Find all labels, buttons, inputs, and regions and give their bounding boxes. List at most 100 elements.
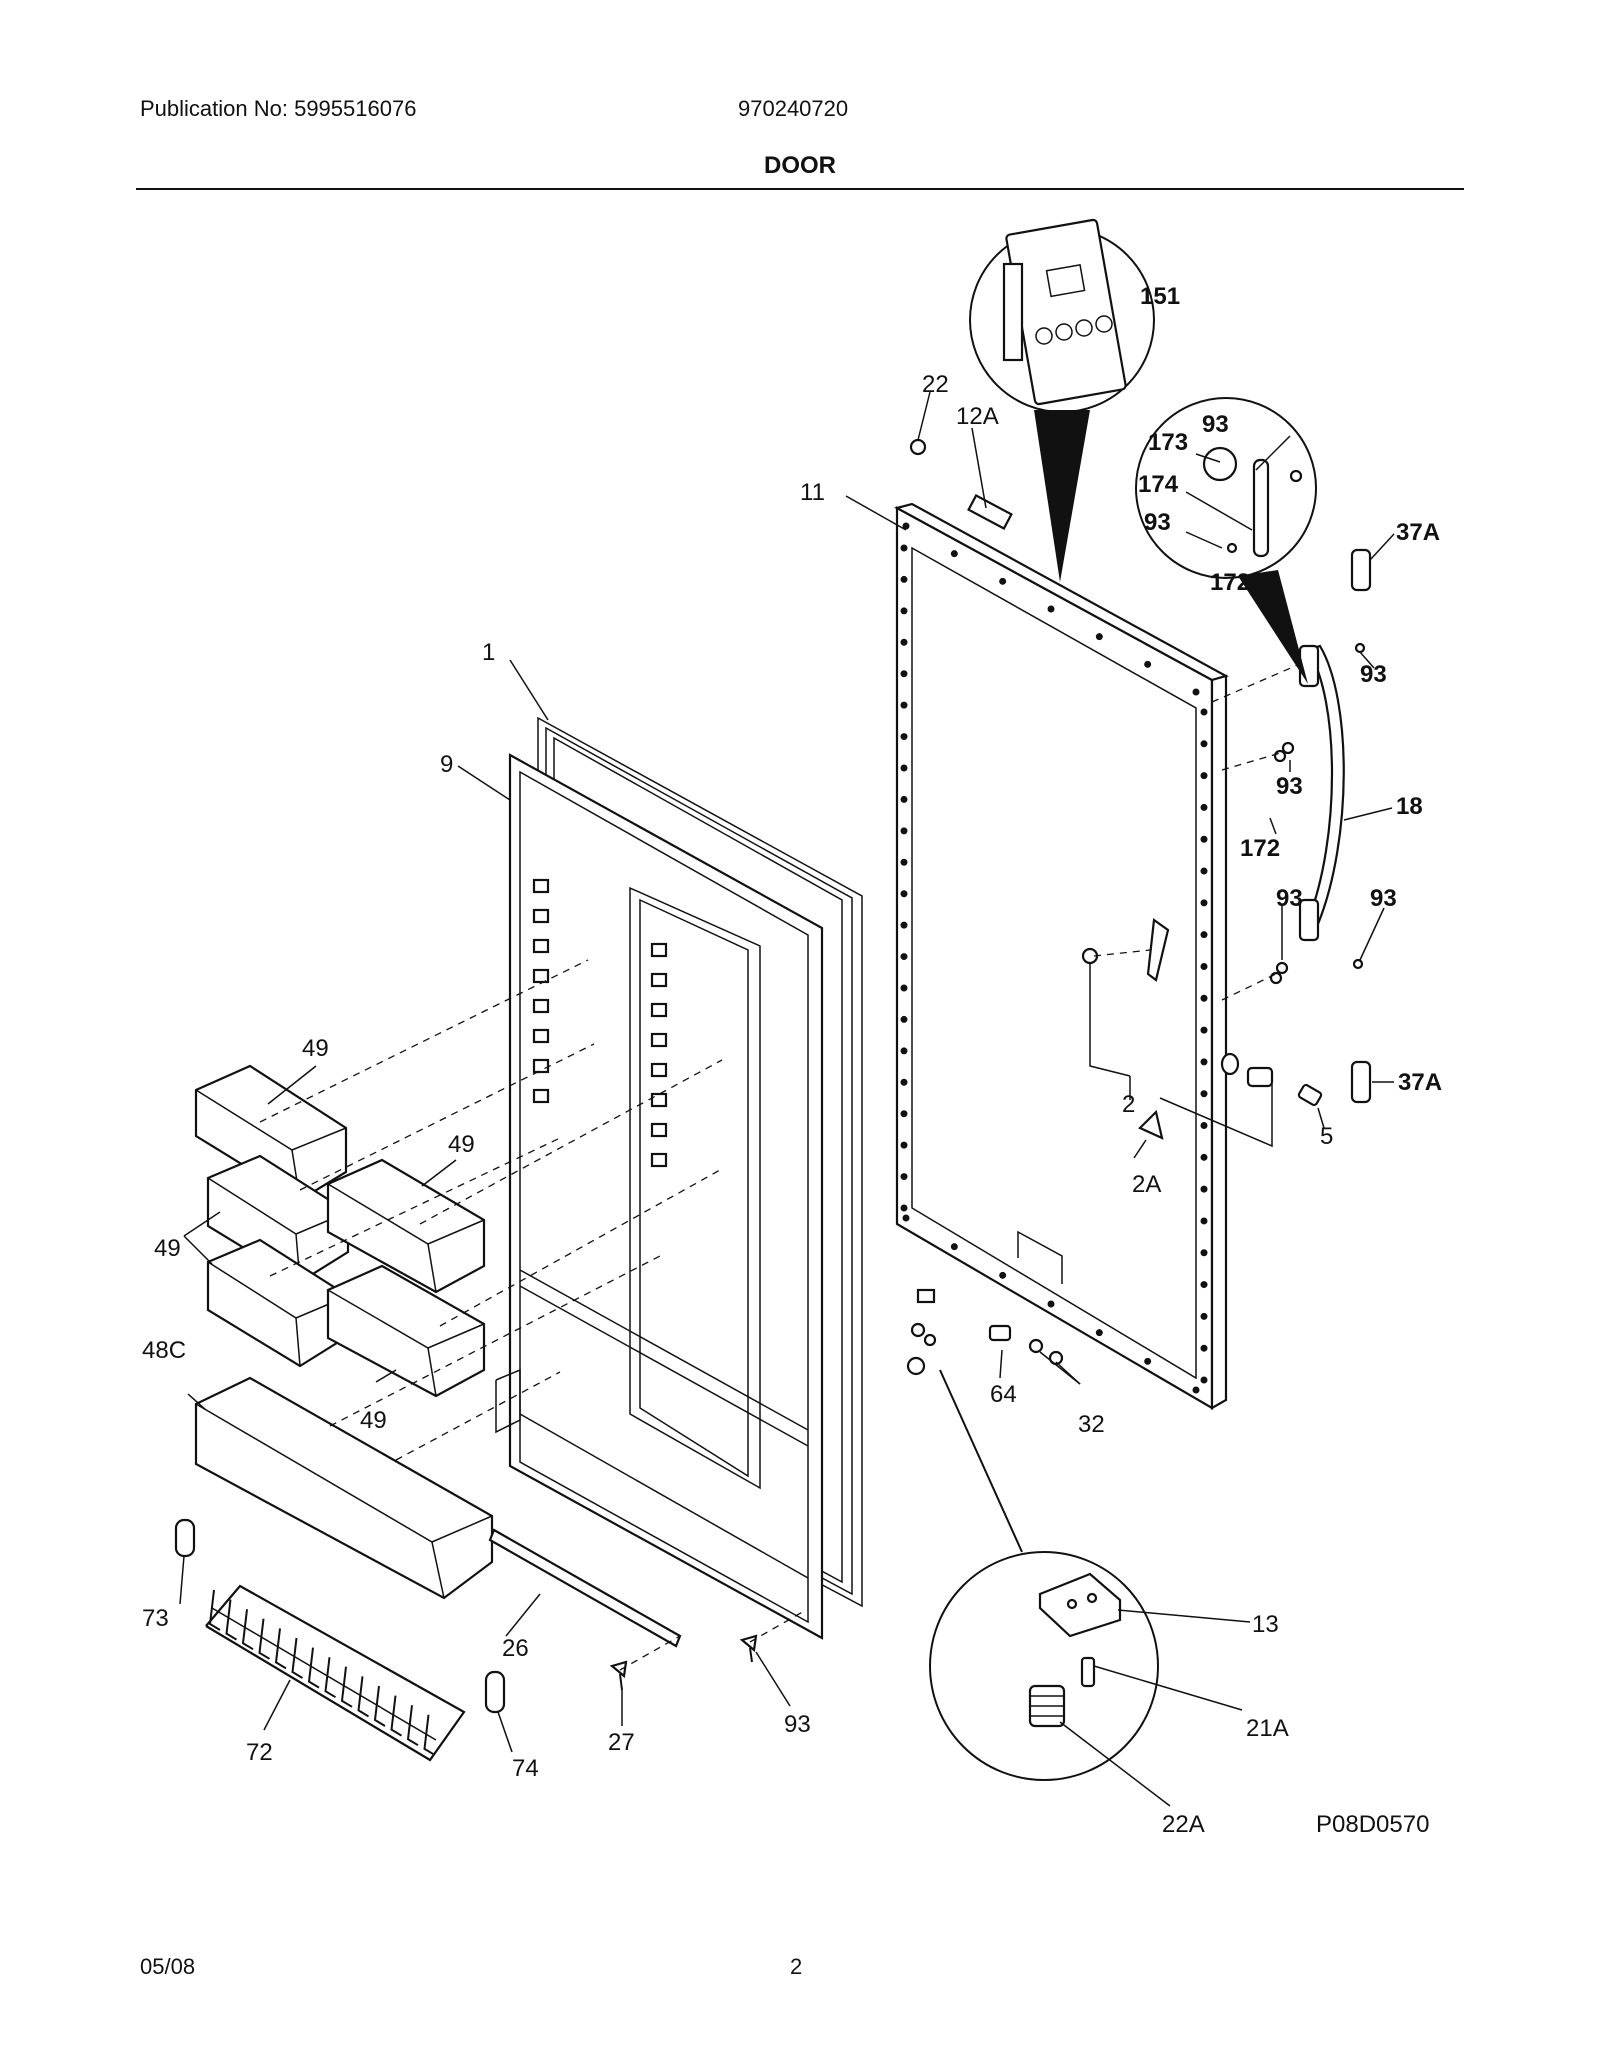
inner-door-liner: [495, 753, 824, 1640]
rack-bar: [274, 1628, 287, 1670]
shelf-tab: [532, 908, 550, 924]
rack-bar: [373, 1685, 386, 1727]
rivet: [1200, 1185, 1208, 1193]
callout-93-a: 93: [1202, 411, 1229, 438]
rivet: [900, 1173, 908, 1181]
shelf-tab: [650, 942, 668, 958]
page-number: 2: [790, 1954, 803, 1979]
rivet: [1200, 1376, 1208, 1384]
callout-49-d: 49: [360, 1407, 387, 1434]
rack-bar: [390, 1695, 403, 1737]
rivet: [1200, 708, 1208, 716]
rivet: [900, 733, 908, 741]
callout-64: 64: [990, 1381, 1017, 1408]
rivet: [900, 858, 908, 866]
rack-bar: [324, 1657, 337, 1699]
rivet: [900, 795, 908, 803]
door-rack-bars: [208, 1589, 436, 1756]
rack-bar: [208, 1589, 221, 1631]
rivet: [1047, 1300, 1055, 1308]
shelf-tab: [650, 1062, 668, 1078]
door-rack: [205, 1584, 466, 1762]
callout-1: 1: [482, 639, 495, 666]
rivet: [1095, 633, 1103, 641]
callout-2: 2: [1122, 1091, 1135, 1118]
rivet: [999, 1271, 1007, 1279]
callout-173: 173: [1148, 429, 1188, 456]
rivet: [1200, 867, 1208, 875]
shelf-tab: [532, 998, 550, 1014]
rivet: [1200, 1153, 1208, 1161]
shelf-tab: [650, 1122, 668, 1138]
shelf-tab: [532, 878, 550, 894]
leader-lines: [179, 391, 1395, 1807]
door-handle: [1298, 644, 1345, 942]
callout-93-c: 93: [1360, 661, 1387, 688]
callout-151: 151: [1140, 283, 1180, 310]
model-number: 970240720: [738, 96, 849, 121]
callout-74: 74: [512, 1755, 539, 1782]
rivet: [1144, 660, 1152, 668]
rack-end-clip-right: [484, 1670, 506, 1714]
rivet: [900, 701, 908, 709]
rivet: [1200, 899, 1208, 907]
handle-end-cap-top: [1350, 548, 1372, 592]
rivet: [900, 670, 908, 678]
callout-5: 5: [1320, 1123, 1333, 1150]
callout-93-d: 93: [1276, 773, 1303, 800]
callout-18: 18: [1396, 793, 1423, 820]
callout-72: 72: [246, 1739, 273, 1766]
rivet: [900, 953, 908, 961]
footer-date: 05/08: [140, 1954, 196, 1979]
rivet: [1200, 931, 1208, 939]
callout-37A-a: 37A: [1396, 519, 1440, 546]
callout-13: 13: [1252, 1611, 1279, 1638]
callout-49-c: 49: [154, 1235, 181, 1262]
liner-shelf-tabs: [532, 878, 668, 1168]
callout-93-f: 93: [1370, 885, 1397, 912]
rivet: [1192, 1386, 1200, 1394]
callout-labels: 151 22 12A 11 173 93 174 93 172 37A 93 1…: [142, 283, 1442, 1838]
figure-id: P08D0570: [1316, 1811, 1429, 1838]
rivet: [1200, 1217, 1208, 1225]
publication-number: Publication No: 5995516076: [140, 96, 417, 121]
callout-48C: 48C: [142, 1337, 186, 1364]
section-title: DOOR: [764, 152, 836, 179]
rivet: [900, 1078, 908, 1086]
shelf-tab: [532, 968, 550, 984]
detail-circle-handle-bracket: [1135, 397, 1317, 684]
door-bin-large: [194, 1376, 494, 1600]
rivet: [1095, 1329, 1103, 1337]
shelf-tab: [532, 938, 550, 954]
rivet: [900, 921, 908, 929]
rivet: [1200, 1058, 1208, 1066]
door-bin: [194, 1064, 348, 1202]
rivet: [900, 827, 908, 835]
rivet: [1200, 740, 1208, 748]
callout-37A-b: 37A: [1398, 1069, 1442, 1096]
door-bin: [326, 1264, 486, 1398]
rivet: [902, 522, 910, 530]
rivet: [900, 544, 908, 552]
rivet: [1200, 994, 1208, 1002]
callout-172-a: 172: [1210, 569, 1250, 596]
rivet: [900, 1110, 908, 1118]
rivet: [900, 1015, 908, 1023]
rivet: [950, 1243, 958, 1251]
shelf-tab: [650, 1002, 668, 1018]
rivet: [1200, 1281, 1208, 1289]
callout-27: 27: [608, 1729, 635, 1756]
rivet: [1200, 1122, 1208, 1130]
callout-49-a: 49: [302, 1035, 329, 1062]
rivet: [1192, 688, 1200, 696]
rivet: [1200, 835, 1208, 843]
rivet: [900, 984, 908, 992]
callout-11: 11: [800, 479, 825, 506]
rack-bar: [241, 1609, 254, 1651]
callout-26: 26: [502, 1635, 529, 1662]
shelf-tab: [532, 1028, 550, 1044]
rack-end-clip-left: [174, 1518, 196, 1558]
rack-bar: [340, 1666, 353, 1708]
rack-bar: [406, 1705, 419, 1747]
shelf-tab: [650, 1152, 668, 1168]
